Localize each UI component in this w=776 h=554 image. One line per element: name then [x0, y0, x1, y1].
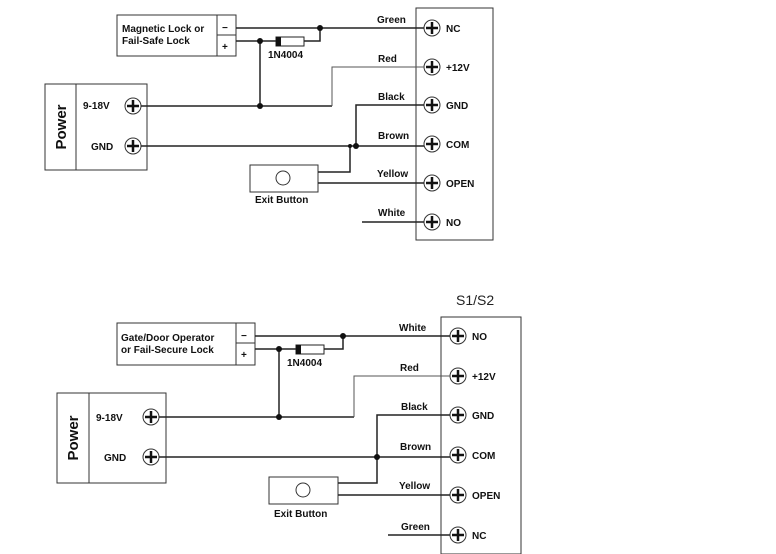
wire-label: Green [401, 522, 430, 533]
lock-negative: − [222, 23, 228, 34]
terminal-label: GND [446, 101, 468, 112]
wire-label: White [378, 208, 406, 219]
lock-device: Gate/Door Operator or Fail-Secure Lock −… [116, 322, 256, 366]
push-button-icon [295, 482, 311, 498]
lock-label: Fail-Safe Lock [122, 36, 190, 47]
terminal-label: NC [446, 24, 460, 35]
wire-label: Red [378, 54, 397, 65]
lock-negative: − [241, 331, 247, 342]
terminal-label: OPEN [472, 491, 500, 502]
lock-positive: + [241, 350, 247, 361]
wire-label: Yellow [377, 169, 408, 180]
controller-terminal-block [440, 316, 522, 554]
diode-label: 1N4004 [287, 358, 322, 369]
power-gnd-label: GND [91, 142, 113, 153]
wire-label: White [399, 323, 427, 334]
power-supply: Power 9-18V GND [44, 83, 148, 171]
power-gnd-label: GND [104, 453, 126, 464]
terminal-com: COM [449, 446, 495, 464]
terminal-label: GND [472, 411, 494, 422]
terminal-com: COM [423, 135, 469, 153]
wire-label: Green [377, 15, 406, 26]
power-title: Power [53, 104, 70, 149]
exit-button-label: Exit Button [274, 509, 327, 520]
wire-red [353, 375, 450, 417]
wire-black [355, 104, 424, 144]
wiring [159, 333, 450, 536]
power-title: Power [65, 415, 82, 460]
terminal-open: OPEN [449, 486, 500, 504]
controller-terminal-block [415, 7, 494, 241]
exit-button-device: Exit Button [249, 164, 319, 206]
controller-header: S1/S2 [456, 292, 494, 308]
power-pos-label: 9-18V [96, 413, 123, 424]
lock-label: Magnetic Lock or [122, 24, 204, 35]
terminal-label: +12V [446, 63, 470, 74]
wire-label: Brown [378, 131, 409, 142]
wire-red [331, 66, 424, 106]
terminal-label: NO [472, 332, 487, 343]
lock-device: Magnetic Lock or Fail-Safe Lock − + [116, 14, 237, 57]
wire-label: Red [400, 363, 419, 374]
diode-label: 1N4004 [268, 50, 303, 61]
exit-button-device: Exit Button [268, 476, 339, 520]
lock-label: Gate/Door Operator [121, 333, 214, 344]
terminal-label: COM [472, 451, 495, 462]
lock-positive: + [222, 42, 228, 53]
wiring [141, 25, 424, 223]
terminal-label: NC [472, 531, 486, 542]
exit-button-label: Exit Button [255, 195, 308, 206]
wire-label: Black [378, 92, 405, 103]
wire-label: Black [401, 402, 428, 413]
terminal-label: COM [446, 140, 469, 151]
terminal-nc: NC [423, 19, 460, 37]
push-button-icon [275, 170, 291, 186]
terminal-label: OPEN [446, 179, 474, 190]
lock-label: or Fail-Secure Lock [121, 345, 214, 356]
wire-label: Brown [400, 442, 431, 453]
terminal-label: NO [446, 218, 461, 229]
diagram-1: NC +12V GND COM OPEN NO [44, 7, 494, 241]
power-pos-label: 9-18V [83, 101, 110, 112]
terminal-no: NO [423, 213, 461, 231]
terminal-label: +12V [472, 372, 496, 383]
terminal-12v: +12V [449, 367, 496, 385]
terminal-no: NO [449, 327, 487, 345]
wire-black [376, 414, 450, 455]
wire-label: Yellow [399, 481, 430, 492]
power-supply: Power 9-18V GND [56, 392, 167, 484]
terminal-12v: +12V [423, 58, 470, 76]
diagram-2: S1/S2 NO +12V GND COM OPEN [56, 292, 522, 554]
